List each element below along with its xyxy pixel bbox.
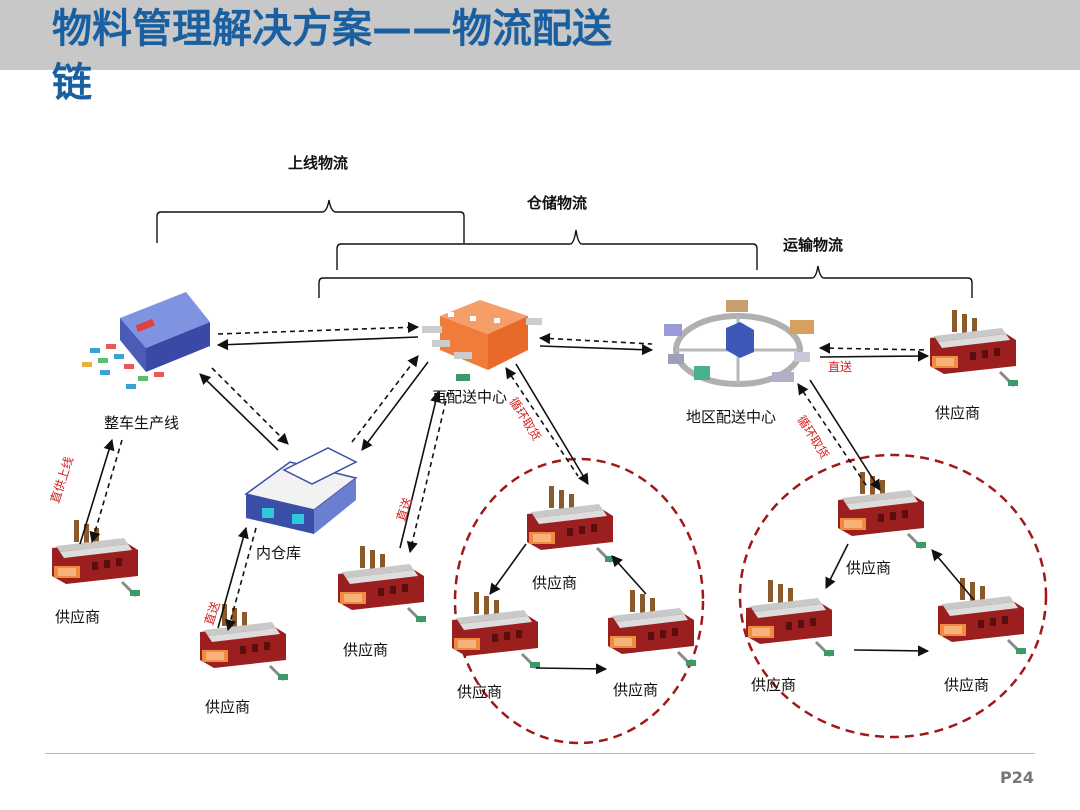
regional-center-icon xyxy=(664,300,814,387)
supplier-factory-icon xyxy=(525,484,617,564)
assembly-line-label: 整车生产线 xyxy=(104,414,180,432)
supplier-label: 供应商 xyxy=(751,676,797,694)
redistribution-center-label: 再配送中心 xyxy=(432,388,508,406)
supplier-label: 供应商 xyxy=(935,404,981,422)
supplier-factory-icon xyxy=(936,576,1028,656)
inner-warehouse-icon xyxy=(244,447,358,534)
title-bar xyxy=(0,0,1080,70)
milk-run-circle-right xyxy=(738,453,1048,739)
supplier-label: 供应商 xyxy=(532,574,578,592)
page-title: 物料管理解决方案——物流配送 xyxy=(52,6,612,52)
edge-label-direct: 直送 xyxy=(828,360,853,374)
page-title-line2: 链 xyxy=(52,60,92,106)
page-number: P24 xyxy=(1000,768,1034,787)
supplier-factory-icon xyxy=(836,470,928,550)
milk-run-circle-left xyxy=(453,457,705,745)
redistribution-center-icon xyxy=(422,300,542,381)
supplier-factory-icon xyxy=(928,308,1020,388)
inner-warehouse-label: 内仓库 xyxy=(256,544,302,562)
bracket-transport xyxy=(318,265,973,298)
supplier-label: 供应商 xyxy=(205,698,251,716)
supplier-label: 供应商 xyxy=(457,683,503,701)
supplier-factory-icon xyxy=(744,578,836,658)
bracket-storage xyxy=(336,229,758,270)
supplier-factory-icon xyxy=(50,518,142,598)
bracket-online xyxy=(156,199,465,243)
bracket-label-online: 上线物流 xyxy=(288,154,349,172)
supplier-label: 供应商 xyxy=(343,641,389,659)
supplier-factory-icon xyxy=(606,588,698,668)
supplier-factory-icon xyxy=(336,544,428,624)
regional-center-label: 地区配送中心 xyxy=(686,408,777,426)
supplier-label: 供应商 xyxy=(55,608,101,626)
supplier-label: 供应商 xyxy=(613,681,659,699)
supplier-label: 供应商 xyxy=(944,676,990,694)
bracket-label-storage: 仓储物流 xyxy=(527,194,588,212)
footer-divider xyxy=(45,753,1035,754)
bracket-label-transport: 运输物流 xyxy=(783,236,844,254)
supplier-label: 供应商 xyxy=(846,559,892,577)
assembly-line-icon xyxy=(82,292,210,389)
